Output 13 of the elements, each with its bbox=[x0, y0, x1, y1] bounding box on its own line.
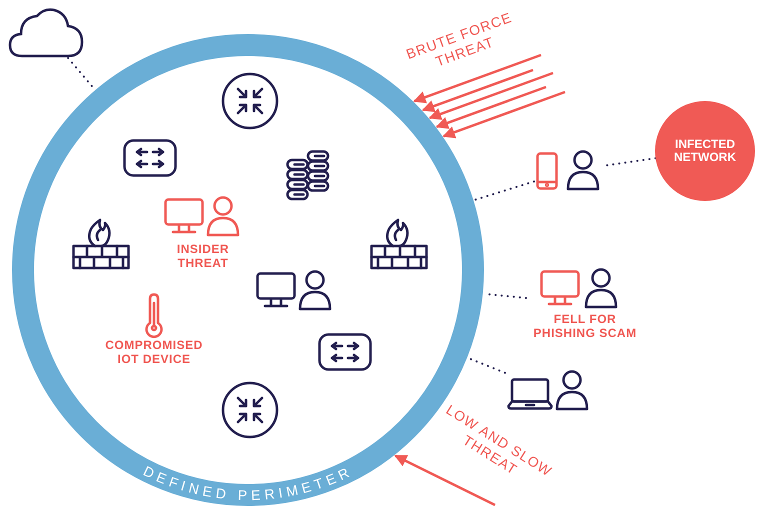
arrow bbox=[413, 54, 542, 104]
arrow bbox=[422, 68, 534, 112]
node-label: INSIDER THREAT bbox=[176, 242, 230, 270]
arrow bbox=[394, 454, 496, 506]
dotted-connector bbox=[473, 180, 535, 201]
arrow bbox=[436, 86, 546, 129]
arrow bbox=[428, 72, 554, 120]
dotted-connector bbox=[467, 357, 506, 374]
node-label: COMPROMISED IOT DEVICE bbox=[104, 338, 204, 366]
cloud-icon bbox=[8, 6, 84, 58]
node-label: FELL FOR PHISHING SCAM bbox=[532, 312, 638, 340]
node-label: INFECTED NETWORK bbox=[673, 138, 737, 164]
arrow bbox=[442, 90, 566, 138]
